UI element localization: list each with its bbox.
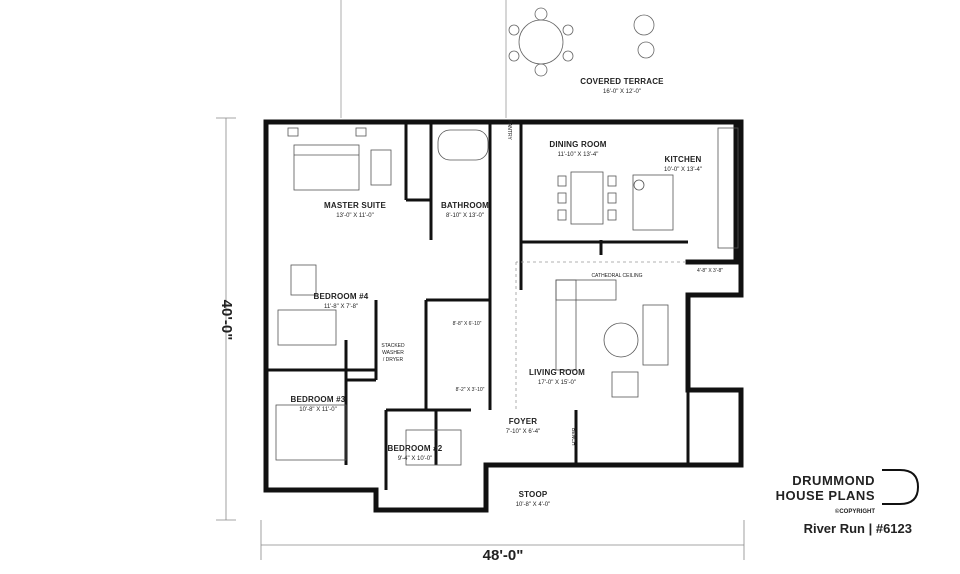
room-labels: COVERED TERRACE 16'-0" X 12'-0" DINING R… [291, 77, 724, 508]
brand-logo-icon [882, 469, 920, 505]
plan-name: River Run | #6123 [804, 521, 912, 536]
bedroom3-name: BEDROOM #3 [291, 395, 346, 404]
brand-line2: HOUSE PLANS [776, 488, 875, 503]
floor-plan-geometry [216, 0, 745, 560]
small-dim-3: 4'-8" X 3'-8" [697, 268, 723, 274]
master-suite-name: MASTER SUITE [324, 201, 386, 210]
living-room-name: LIVING ROOM [529, 368, 585, 377]
stacked-label-1: STACKED [381, 343, 405, 349]
furniture [275, 127, 739, 466]
bathroom-dims: 8'-10" X 13'-0" [446, 213, 484, 219]
terrace-furniture [508, 7, 655, 77]
bedroom4-dims: 11'-8" X 7'-8" [324, 304, 358, 310]
stacked-label-2: WASHER [382, 350, 404, 356]
living-room-dims: 17'-0" X 15'-0" [538, 380, 576, 386]
brand-line1: DRUMMOND [792, 473, 875, 488]
small-dim-1: 8'-8" X 6'-10" [453, 321, 482, 327]
covered-terrace-dims: 16'-0" X 12'-0" [603, 89, 641, 95]
brand-block: DRUMMOND HOUSE PLANS ©COPYRIGHT River Ru… [776, 469, 920, 536]
overall-width: 48'-0" [483, 547, 524, 564]
bedroom3-dims: 10'-8" X 11'-0" [299, 407, 336, 413]
stoop-dims: 10'-8" X 4'-0" [516, 502, 551, 508]
brand-copyright: ©COPYRIGHT [835, 508, 875, 515]
terrace-outline [340, 0, 507, 118]
bench-label: BENCH [570, 428, 576, 446]
bedroom2-name: BEDROOM #2 [388, 444, 443, 453]
overall-depth: 40'-0" [218, 300, 235, 341]
ceiling-lines [515, 261, 686, 410]
foyer-name: FOYER [509, 417, 538, 426]
covered-terrace-name: COVERED TERRACE [580, 77, 664, 86]
dining-room-name: DINING ROOM [549, 140, 606, 149]
bedroom2-dims: 9'-4" X 10'-0" [398, 456, 433, 462]
exterior-walls [263, 119, 744, 513]
small-dim-2: 8'-2" X 3'-10" [456, 387, 485, 393]
master-suite-dims: 13'-0" X 11'-0" [336, 213, 373, 219]
kitchen-dims: 10'-0" X 13'-4" [664, 167, 702, 173]
bathroom-name: BATHROOM [441, 201, 489, 210]
dimension-lines [216, 117, 745, 560]
foyer-dims: 7'-10" X 6'-4" [506, 429, 541, 435]
cathedral-ceiling-label: CATHEDRAL CEILING [591, 273, 642, 279]
bedroom4-name: BEDROOM #4 [314, 292, 369, 301]
kitchen-name: KITCHEN [665, 155, 702, 164]
dining-room-dims: 11'-10" X 13'-4" [558, 152, 599, 158]
stoop-name: STOOP [519, 490, 548, 499]
stacked-label-3: / DRYER [383, 357, 404, 363]
pantry-label: PANTRY [506, 120, 512, 140]
